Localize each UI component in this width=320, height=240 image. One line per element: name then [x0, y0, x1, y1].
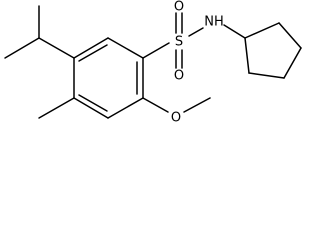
ring-bond-1: [107, 37, 144, 59]
chemical-structure-diagram: S O O NH O: [4, 0, 302, 126]
atom-oxygen-methoxy: O: [171, 111, 181, 126]
bond-sulfur-nitrogen: [188, 27, 204, 37]
bond-isopropyl-methyl-left: [4, 37, 40, 59]
atom-oxygen-bottom: O: [174, 69, 184, 84]
atom-oxygen-top: O: [174, 0, 184, 15]
ring-bond-4: [73, 97, 109, 119]
ring-bond-6-inner: [78, 44, 108, 62]
cyclopentyl-bond-5: [244, 37, 250, 74]
atom-labels: S O O NH O: [171, 0, 224, 126]
cyclopentyl-bond-3: [283, 47, 302, 79]
atom-sulfur: S: [175, 35, 183, 50]
bond-ring-sulfur: [142, 42, 170, 59]
ring-bond-6: [73, 37, 109, 59]
bond-ring-isopropyl: [38, 37, 75, 59]
bond-ring-methyl: [38, 97, 75, 119]
bonds: [4, 5, 302, 119]
bond-nitrogen-cyclopentyl: [223, 24, 246, 39]
cyclopentyl-bond-1: [244, 22, 280, 39]
ring-bond-4-inner: [78, 94, 108, 112]
bond-methoxy-oxygen-methyl: [183, 97, 211, 113]
cyclopentyl-bond-2: [278, 22, 302, 49]
cyclopentyl-bond-4: [248, 72, 285, 79]
atom-nitrogen-hydrogen: NH: [204, 15, 224, 30]
ring-bond-3: [107, 97, 144, 119]
bond-ring-methoxy-oxygen: [142, 97, 169, 113]
